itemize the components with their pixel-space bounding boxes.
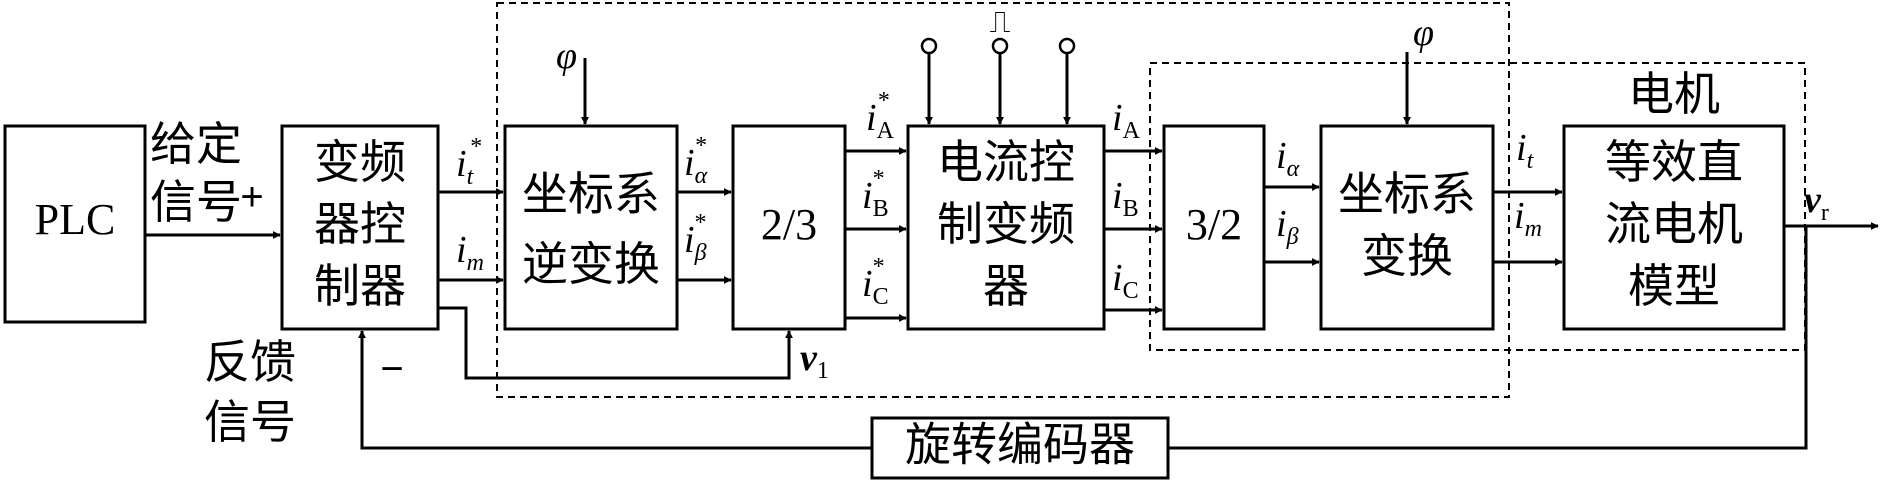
phi-label-1: φ [556, 35, 577, 77]
vfd-controller-block: 变频 器控 制器 [280, 124, 440, 331]
iA-label: iA [1112, 97, 1141, 144]
setpoint-label-line-1: 给定 [150, 117, 242, 171]
iC-star-label: iC* [862, 254, 889, 310]
dc-motor-model-line-2: 流电机 [1605, 197, 1743, 251]
ibeta-star-label: iβ* [684, 210, 707, 266]
v1-path [438, 306, 793, 380]
inverse-transform-block: 坐标系 逆变换 [503, 124, 679, 331]
feedback-arrow [358, 330, 872, 450]
two-three-block: 2/3 [731, 124, 847, 331]
current-vfd-block: 电流控 制变频 器 [906, 124, 1106, 331]
iB-star-label: iB* [862, 166, 889, 222]
setpoint-label-line-2: 信号 [150, 175, 242, 229]
dc-motor-model-block: 等效直 流电机 模型 [1562, 124, 1786, 331]
ibeta-label: iβ [1276, 203, 1299, 250]
inverter-section-boundary [496, 2, 1510, 398]
two-three-label: 2/3 [761, 200, 817, 249]
im-label: im [1514, 195, 1542, 242]
vfd-controller-line-3: 制器 [314, 259, 406, 313]
vr-label: vr [1804, 179, 1829, 226]
encoder-label: 旋转编码器 [905, 418, 1135, 472]
iB-label: iB [1112, 175, 1139, 222]
minus-sign: − [380, 347, 403, 391]
it-label: it [1516, 127, 1535, 174]
v1-label: v1 [800, 337, 829, 384]
motor-section-boundary [1149, 62, 1806, 351]
vfd-controller-line-2: 器控 [314, 197, 406, 251]
transform-line-1: 坐标系 [1338, 167, 1476, 221]
feedback-label-line-2: 信号 [204, 395, 296, 449]
dc-motor-model-line-1: 等效直 [1605, 135, 1743, 189]
encoder-block: 旋转编码器 [870, 416, 1170, 480]
vfd-controller-line-1: 变频 [314, 135, 406, 189]
three-two-label: 3/2 [1186, 200, 1242, 249]
current-vfd-line-3: 器 [983, 259, 1029, 313]
transform-block: 坐标系 变换 [1319, 124, 1495, 331]
speed-tap-line [1168, 226, 1808, 450]
iC-label: iC [1112, 257, 1139, 304]
plc-block: PLC [3, 124, 147, 324]
motor-label: 电机 [1628, 67, 1720, 121]
transform-line-2: 变换 [1361, 229, 1453, 283]
terminal-inputs [920, 37, 1076, 125]
plc-label: PLC [35, 195, 116, 244]
current-vfd-line-1: 电流控 [937, 135, 1075, 189]
im-star-label: im [456, 229, 484, 276]
ialpha-label: iα [1276, 135, 1300, 182]
current-vfd-line-2: 制变频 [937, 197, 1075, 251]
it-star-label: it* [456, 134, 482, 190]
feedback-label-line-1: 反馈 [204, 335, 296, 389]
ialpha-star-label: iα* [684, 133, 708, 189]
phi-label-2: φ [1413, 12, 1434, 54]
step-waveform-icon: ⎍ [990, 6, 1011, 39]
inverse-transform-line-1: 坐标系 [522, 167, 660, 221]
inverse-transform-line-2: 逆变换 [522, 237, 660, 291]
plus-sign: + [240, 175, 263, 219]
iA-star-label: iA* [866, 88, 895, 144]
dc-motor-model-line-3: 模型 [1628, 259, 1720, 313]
three-two-block: 3/2 [1162, 124, 1266, 331]
